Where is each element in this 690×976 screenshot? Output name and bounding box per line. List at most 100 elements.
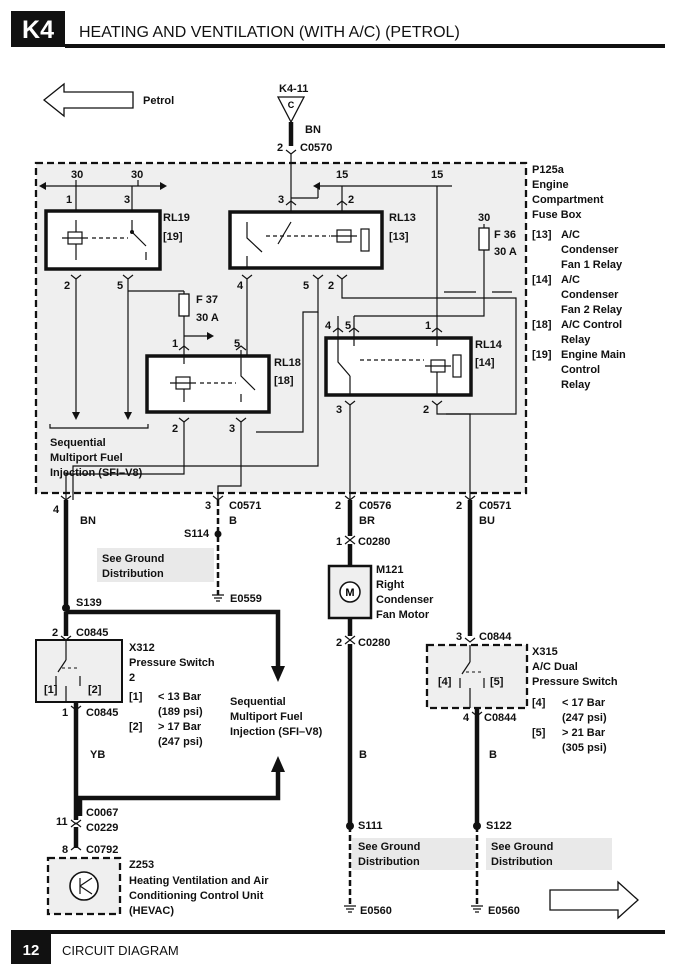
x315-blade <box>461 661 471 675</box>
rl13-pin2: 2 <box>348 194 354 206</box>
hevac-pin-c: 8 <box>62 844 68 856</box>
motor-id: M121 <box>376 564 404 576</box>
supply-30-a: 30 <box>71 169 83 181</box>
motor-bot-pin: 2 <box>336 637 342 649</box>
x312-line2: 2 <box>129 672 135 684</box>
header-rule <box>65 44 665 48</box>
splice-s114: S114 <box>184 528 210 540</box>
conn-c2-wire: B <box>229 515 237 527</box>
rl13-pin2b: 2 <box>328 280 334 292</box>
hevac-conn-c: C0792 <box>86 844 118 856</box>
rl13-out-5b <box>72 312 319 500</box>
hevac-line2: Conditioning Control Unit <box>129 890 264 902</box>
ground-note-2-bg <box>352 838 475 870</box>
footer-label: CIRCUIT DIAGRAM <box>62 943 179 958</box>
feed-wire-color: BN <box>305 124 321 136</box>
rl18-name: RL18 <box>274 357 301 369</box>
rl18-out-2 <box>65 422 185 500</box>
rl19-pin3: 3 <box>124 194 130 206</box>
supply-30-arrow-icon <box>160 182 167 190</box>
ground-note-2-a: See Ground <box>358 841 420 853</box>
rl19-contact-dot <box>130 230 134 234</box>
conn-c2-conn: C0571 <box>229 500 261 512</box>
rl14-pin3: 3 <box>336 404 342 416</box>
petrol-arrow-left-icon <box>42 82 134 118</box>
supply-30-arrow-left-icon <box>39 182 46 190</box>
section-badge <box>11 11 65 47</box>
legend-13-line1: A/C <box>561 229 580 241</box>
rl13-pin4: 4 <box>237 280 244 292</box>
rl19-pin5: 5 <box>117 280 123 292</box>
sfi-outer-2: Multiport Fuel <box>230 711 303 723</box>
feed-connector: C0570 <box>300 142 332 154</box>
rl14-pin2: 2 <box>423 404 429 416</box>
fusebox-name-1: Engine <box>532 179 569 191</box>
legend-13-line2: Condenser <box>561 244 619 256</box>
rl19-name: RL19 <box>163 212 190 224</box>
hevac-transistor-icon <box>69 871 99 901</box>
x315-bot-pin: 4 <box>463 712 470 724</box>
hevac-line3: (HEVAC) <box>129 905 174 917</box>
x315-top-conn-symbol <box>464 637 476 643</box>
fusebox-name-2: Compartment <box>532 194 604 206</box>
rl19-ref: [19] <box>163 231 183 243</box>
x312-top-conn: C0845 <box>76 627 108 639</box>
rl14-pin4: 4 <box>325 320 332 332</box>
hevac-transistor-body <box>79 877 93 895</box>
rl18-ref: [18] <box>274 375 294 387</box>
x312-switch-box <box>35 639 123 703</box>
rl18-pin5: 5 <box>234 338 240 350</box>
legend-18-line2: Relay <box>561 334 591 346</box>
rl18-pin3: 3 <box>229 423 235 435</box>
rl19-arrow-2-icon <box>72 412 80 420</box>
rl18-conn-5 <box>235 345 247 351</box>
x315-top-conn: C0844 <box>479 631 512 643</box>
splice-s122: S122 <box>486 820 512 832</box>
conn-c4-wire: BU <box>479 515 495 527</box>
x312-wire: YB <box>90 749 105 761</box>
x315-note1-val: < 17 Bar <box>562 697 606 709</box>
conn-c2-pin: 3 <box>205 500 211 512</box>
rl14-pin1: 1 <box>425 320 431 332</box>
x315-line2: Pressure Switch <box>532 676 618 688</box>
x315-pos2: [5] <box>490 676 504 688</box>
x312-note2-val: > 17 Bar <box>158 721 202 733</box>
x315-pos1: [4] <box>438 676 452 688</box>
ground-e0560a: E0560 <box>360 905 392 917</box>
sfi-inner-1: Sequential <box>50 437 106 449</box>
ground-e0559-icon <box>212 594 224 602</box>
x315-note2-sub: (305 psi) <box>562 742 607 754</box>
motor-top-conn: C0280 <box>358 536 390 548</box>
x315-bot-conn: C0844 <box>484 712 517 724</box>
legend-19-line2: Control <box>561 364 600 376</box>
x315-wire: B <box>489 749 497 761</box>
rl19-pin2: 2 <box>64 280 70 292</box>
sfi-down-arrow-icon <box>271 666 285 682</box>
x315-note2-val: > 21 Bar <box>562 727 606 739</box>
legend-14-line1: A/C <box>561 274 580 286</box>
rl19-arrow-5-icon <box>124 412 132 420</box>
x312-note2-sub: (247 psi) <box>158 736 203 748</box>
fuse-f36 <box>478 227 490 251</box>
conn-c3-wire: BR <box>359 515 375 527</box>
x312-note1-val: < 13 Bar <box>158 691 202 703</box>
rl13-name: RL13 <box>389 212 416 224</box>
x315-note2-ref: [5] <box>532 727 546 739</box>
x312-bot-conn: C0845 <box>86 707 118 719</box>
motor-symbol: M <box>345 587 354 599</box>
fusebox-name-3: Fuse Box <box>532 209 582 221</box>
rl14-name: RL14 <box>475 339 503 351</box>
ground-e0560b: E0560 <box>488 905 520 917</box>
continue-arrow-right-icon <box>549 880 639 920</box>
x312-bot-pin: 1 <box>62 707 68 719</box>
x312-pos1: [1] <box>44 684 58 696</box>
petrol-label: Petrol <box>143 95 174 107</box>
legend-13-line3: Fan 1 Relay <box>561 259 623 271</box>
motor-top-pin: 1 <box>336 536 342 548</box>
motor-bot-conn: C0280 <box>358 637 390 649</box>
motor-line1: Right <box>376 579 404 591</box>
x312-note1-ref: [1] <box>129 691 143 703</box>
legend-19-line3: Relay <box>561 379 591 391</box>
x312-blade <box>57 659 67 673</box>
